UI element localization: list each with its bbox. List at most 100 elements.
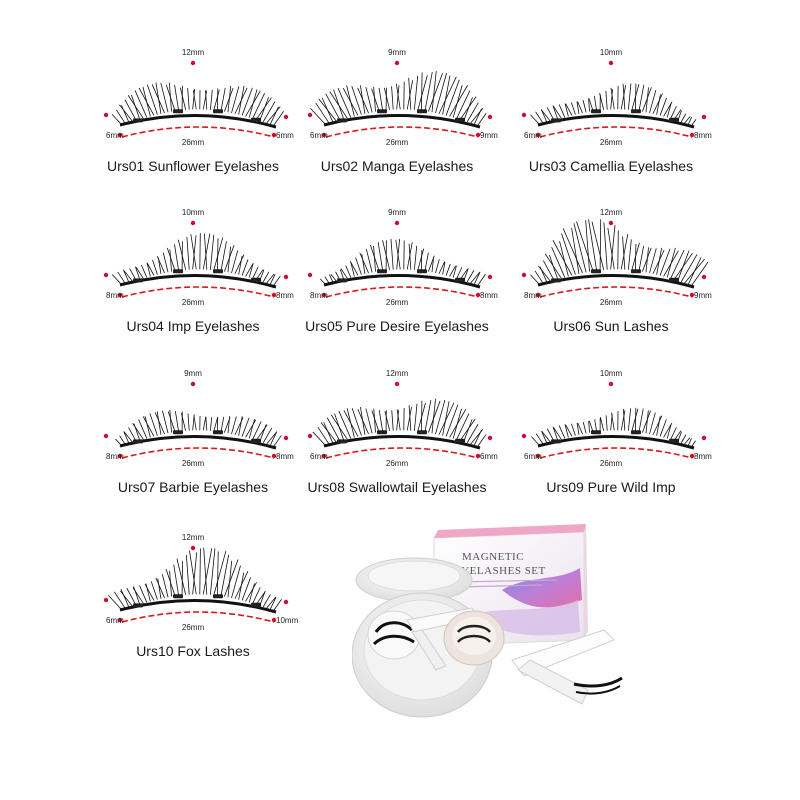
lash-strand [680,434,687,443]
lash-strand [270,106,279,125]
lash-strand [252,93,265,119]
lash-strand [114,591,126,610]
lash-strand [210,417,213,431]
box-title-line1: MAGNETIC [462,551,524,563]
lash-strand [571,102,576,115]
lash-strand [186,236,190,270]
lash-strand [688,257,702,285]
lash-strand [248,89,258,118]
lash-strand [241,417,250,437]
lash-strand [610,89,613,110]
lash-strand [421,400,423,432]
lash-strand [666,423,672,439]
lash-diagram [103,60,289,138]
lash-strand [656,94,661,115]
lash-strand [463,97,473,121]
magnet [173,109,183,114]
lash-strand [157,256,165,274]
lash-strand [445,79,460,116]
magnet [631,109,641,114]
lash-strand [396,83,401,110]
width-measure-arc [539,126,693,138]
lash-strand [241,259,249,276]
lash-strand [546,428,555,442]
lash-strand [649,90,657,114]
lash-strand [642,410,651,433]
magnet [213,269,223,274]
lash-strand [108,595,123,611]
lash-strand [343,88,359,116]
length-marker-dot [190,60,196,66]
length-marker-dot [487,114,493,120]
magnet [551,439,561,444]
lash-strand [414,75,419,110]
lash-strand [318,98,337,122]
lash-strand [435,259,440,274]
length-marker-dot [608,60,614,66]
lash-strand [152,259,158,275]
lash-strand [181,412,186,431]
lash-strand [259,424,267,442]
lash-strand [180,87,186,110]
lash-strand [202,416,207,431]
lash-strand [645,410,649,434]
lash-strand [391,410,394,431]
lash-strand [325,93,341,121]
magnet [133,603,143,608]
lash-strand [424,71,433,112]
left-length-label: 6mm [106,131,124,140]
lash-strand [126,588,137,606]
magnet [173,430,183,435]
band-width-label: 26mm [599,459,623,468]
lash-diagram [103,220,289,298]
lash-strand [135,266,141,280]
lash-strand [270,431,277,446]
lash-strand [390,238,394,270]
lash-strand [659,97,667,116]
product-photo: MAGNETIC EYELASHES SET [351,520,642,750]
lash-strand [382,240,390,270]
lash-strand [431,398,436,434]
lash-strand [162,252,169,273]
magnet [251,602,261,607]
width-measure-arc [539,447,693,459]
center-length-label: 10mm [599,369,623,378]
lash-strand [355,257,362,275]
lash-strand [659,248,671,276]
lash-diagram [103,545,289,623]
center-length-label: 12mm [181,48,205,57]
center-length-label: 9mm [388,208,406,217]
lash-strand [330,414,348,440]
lash-strand [588,219,597,271]
lash-strand [588,98,594,112]
width-measure-arc [121,286,275,298]
length-marker-dot [307,112,313,118]
width-measure-arc [121,447,275,459]
lash-diagram [521,381,707,459]
lash-strand [414,403,418,431]
lash-strand [449,85,468,117]
lash-strand [174,84,179,111]
lash-strand [202,548,213,595]
lash-strand [350,262,355,277]
length-marker-dot [475,453,481,459]
lash-strand [119,435,126,446]
lash-strand [677,110,682,121]
lash-strand [371,410,380,433]
lash-strand [132,587,144,604]
lash-strand [262,271,270,282]
lash-strand [408,405,412,431]
lash-strand [350,261,359,276]
center-length-label: 12mm [599,208,623,217]
right-length-label: 10mm [276,616,299,625]
lash-strand [146,262,155,276]
length-marker-dot [103,433,109,439]
lash-strand [224,88,234,112]
lash-strand [144,583,155,601]
lash-strand [324,276,330,285]
lash-strand [691,262,709,286]
lash-strand [199,548,201,595]
lash-strand [199,232,201,270]
lash-strand [408,77,412,110]
